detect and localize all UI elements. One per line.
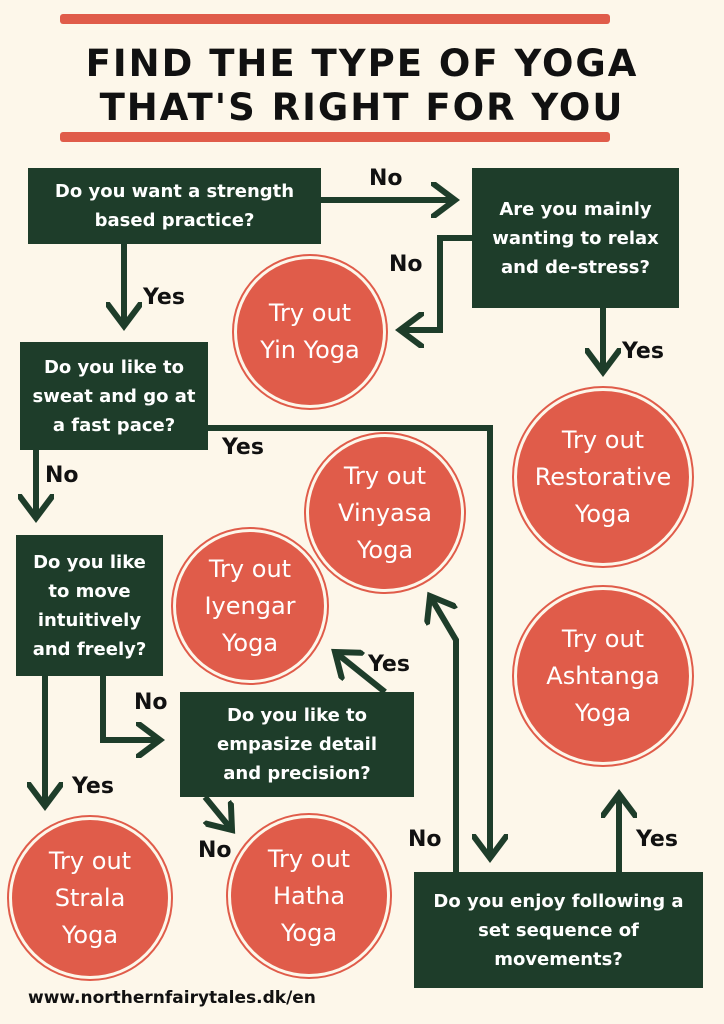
result-restorative-line-3: Yoga <box>574 499 632 528</box>
question-strength: Do you want a strength based practice? <box>28 168 321 244</box>
footer-url: www.northernfairytales.dk/en <box>28 988 316 1008</box>
question-sequence: Do you enjoy following a set sequence of… <box>414 872 703 988</box>
title-brush-top <box>60 14 610 24</box>
result-restorative: Try out Restorative Yoga <box>517 391 689 563</box>
label-relax-yes: Yes <box>622 339 664 364</box>
label-sweat-no: No <box>45 463 79 488</box>
result-vinyasa-line-3: Yoga <box>356 535 414 564</box>
result-vinyasa-line-2: Vinyasa <box>338 498 432 527</box>
result-hatha-line-2: Hatha <box>272 881 346 910</box>
result-hatha: Try out Hatha Yoga <box>231 818 387 974</box>
label-detail-no: No <box>198 838 232 863</box>
label-intuitive-no: No <box>134 690 168 715</box>
result-iyengar-line-3: Yoga <box>221 628 279 657</box>
title-line-1: FIND THE TYPE OF YOGA <box>85 42 639 85</box>
label-sequence-no: No <box>408 827 442 852</box>
result-vinyasa-line-1: Try out <box>343 461 427 490</box>
title-line-2: THAT'S RIGHT FOR YOU <box>99 86 625 129</box>
label-detail-yes: Yes <box>368 652 410 677</box>
result-strala-line-2: Strala <box>54 883 126 912</box>
label-strength-yes: Yes <box>143 285 185 310</box>
label-sequence-yes: Yes <box>636 827 678 852</box>
arrow-sequence-no <box>430 596 459 872</box>
result-hatha-line-3: Yoga <box>280 918 338 947</box>
result-restorative-line-1: Try out <box>561 425 645 454</box>
arrow-sweat-yes <box>208 425 490 858</box>
arrow-detail-yes <box>335 652 387 695</box>
question-intuitive: Do you like to move intuitively and free… <box>16 535 163 676</box>
result-ashtanga-line-1: Try out <box>561 624 645 653</box>
result-yin: Try out Yin Yoga <box>237 259 383 405</box>
result-iyengar: Try out Iyengar Yoga <box>176 532 324 680</box>
label-intuitive-yes: Yes <box>72 774 114 799</box>
question-sweat: Do you like to sweat and go at a fast pa… <box>20 342 208 450</box>
result-iyengar-line-1: Try out <box>208 554 292 583</box>
question-relax: Are you mainly wanting to relax and de-s… <box>472 168 679 308</box>
result-strala: Try out Strala Yoga <box>12 820 168 976</box>
label-sweat-yes: Yes <box>222 435 264 460</box>
result-iyengar-line-2: Iyengar <box>204 591 296 620</box>
question-detail: Do you like to empasize detail and preci… <box>180 692 414 797</box>
result-ashtanga-line-3: Yoga <box>574 698 632 727</box>
result-vinyasa: Try out Vinyasa Yoga <box>309 437 461 589</box>
title-brush-bottom <box>60 132 610 142</box>
result-ashtanga-line-2: Ashtanga <box>546 661 660 690</box>
result-strala-line-1: Try out <box>48 846 132 875</box>
result-restorative-line-2: Restorative <box>534 462 672 491</box>
result-yin-line-1: Try out <box>268 299 352 327</box>
label-relax-no: No <box>389 252 423 277</box>
result-strala-line-3: Yoga <box>61 920 119 949</box>
result-yin-line-2: Yin Yoga <box>260 336 360 364</box>
arrow-intuitive-no <box>100 676 160 740</box>
result-ashtanga: Try out Ashtanga Yoga <box>517 590 689 762</box>
arrow-relax-no <box>400 235 472 330</box>
label-strength-no: No <box>369 166 403 191</box>
arrow-detail-no <box>202 795 232 830</box>
result-hatha-line-1: Try out <box>267 844 351 873</box>
